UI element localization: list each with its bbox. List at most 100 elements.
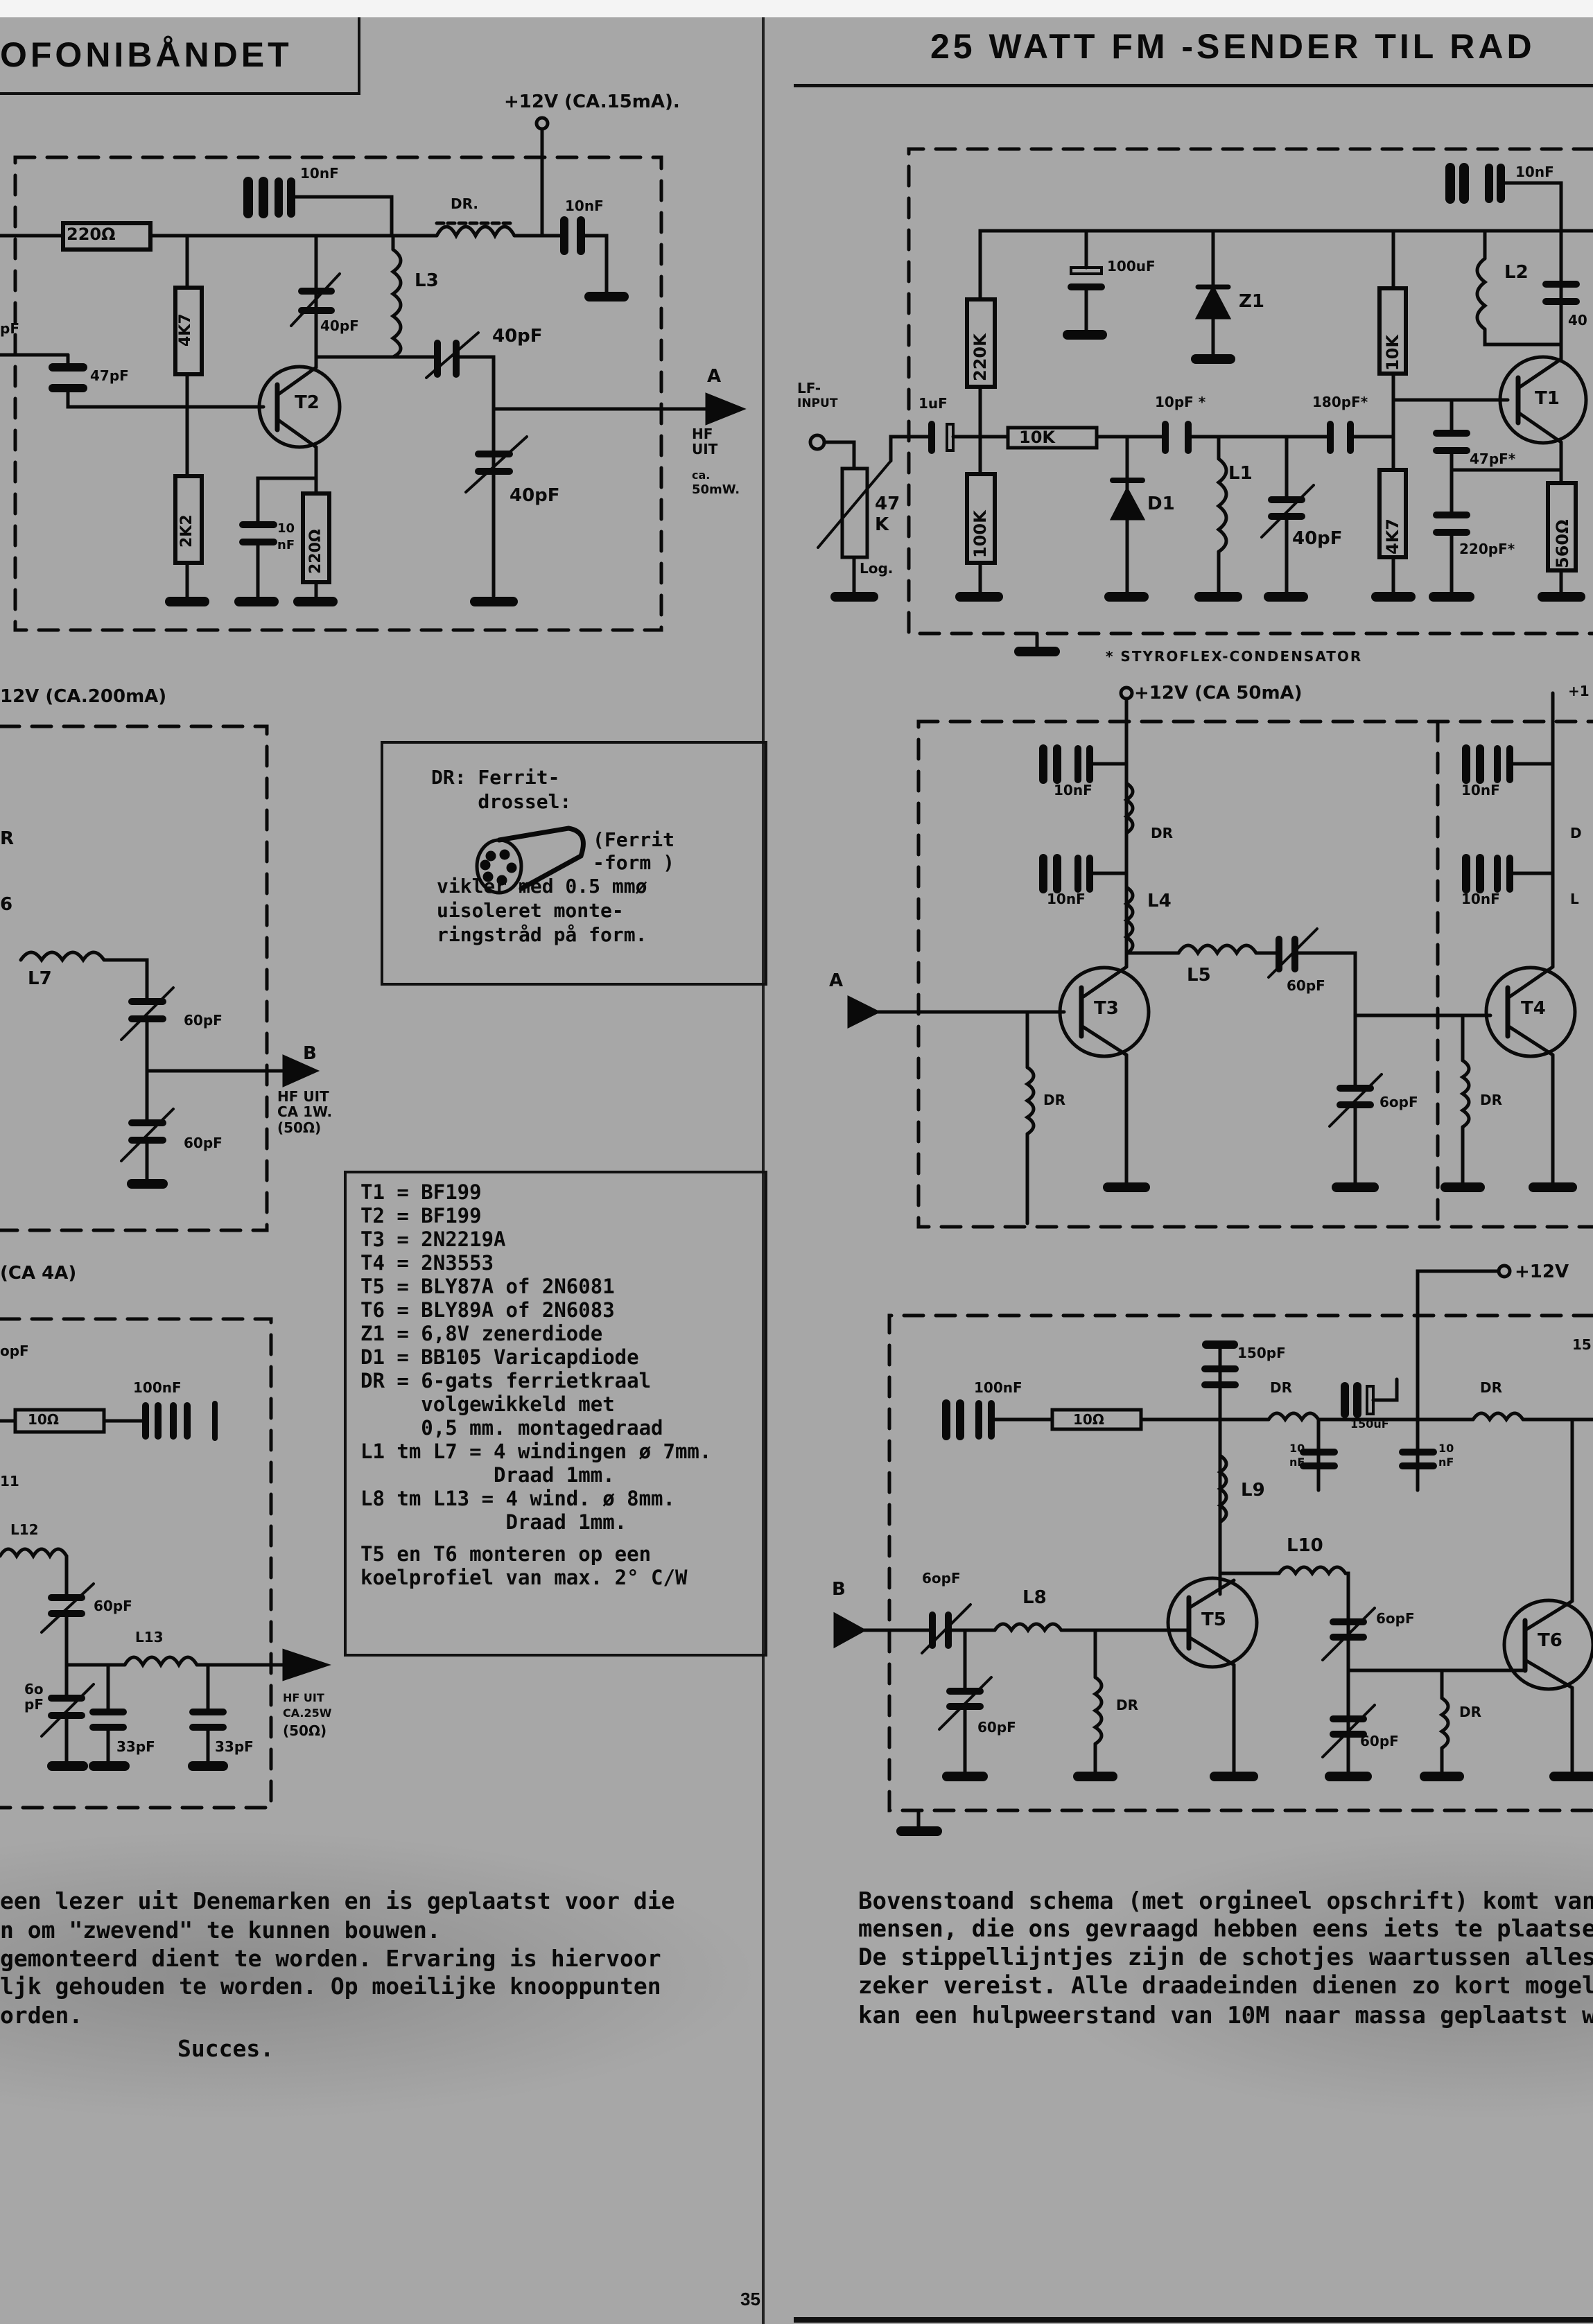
component-label: 60pF [184, 1012, 223, 1029]
supply-label-15ma: +12V (CA.15mA). [504, 91, 680, 112]
component-label: 47pF* [1470, 451, 1516, 467]
left-page-title: OFONIBÅNDET [0, 35, 293, 74]
component-label: 100nF [974, 1379, 1022, 1396]
left-stage1-schematic [0, 116, 747, 632]
component-label: 6opF [922, 1570, 961, 1587]
output-label: CA 1W. [277, 1103, 333, 1120]
component-label: pF [24, 1696, 44, 1713]
transistor-t1 [1498, 355, 1588, 445]
component-label: 40pF [510, 485, 560, 506]
parts-list-spacer [360, 1534, 765, 1542]
component-label: L12 [10, 1521, 39, 1538]
input-label: INPUT [797, 396, 838, 410]
component-label: 33pF [116, 1738, 155, 1755]
component-label: 100nF [133, 1379, 182, 1396]
component-label: 15 [1572, 1336, 1592, 1353]
parts-list-line: 0,5 mm. montagedraad [360, 1416, 663, 1440]
component-label: 10K [1383, 335, 1402, 371]
body-text-line: een lezer uit Denemarken en is geplaatst… [0, 1887, 675, 1914]
inductor-l2 [1475, 256, 1488, 331]
parts-list-line: L8 tm L13 = 4 wind. ø 8mm. [360, 1487, 675, 1510]
transistor-label-t2: T2 [295, 392, 320, 413]
transistor-label-t4: T4 [1521, 998, 1546, 1019]
component-label: L8 [1022, 1587, 1047, 1608]
component-label: D1 [1147, 493, 1175, 514]
component-label: 10nF [1054, 782, 1093, 798]
transistor-label-t1: T1 [1535, 388, 1560, 409]
varicap-d1 [1109, 486, 1146, 521]
styroflex-footnote: * STYROFLEX-CONDENSATOR [1106, 648, 1363, 665]
component-label: 10Ω [28, 1411, 59, 1428]
component-label: 10nF [565, 198, 604, 214]
connector-label-b: B [303, 1043, 317, 1064]
inductor-l7 [19, 950, 106, 963]
closing-text: Succes. [177, 2035, 275, 2062]
right-stage3-schematic [833, 1264, 1593, 1836]
right-page-title: 25 WATT FM -SENDER TIL RAD [930, 27, 1535, 66]
component-label: 47pF [90, 367, 129, 384]
component-label: opF [0, 1343, 29, 1359]
connector-label-a: A [707, 366, 722, 387]
component-label: 100uF [1107, 258, 1156, 274]
body-text-line: kan een hulpweerstand van 10M naar massa… [858, 2002, 1593, 2029]
component-label: L4 [1147, 891, 1172, 911]
component-label: 10nF [1461, 891, 1500, 907]
body-text-line: Bovenstoand schema (met orgineel opschri… [858, 1887, 1593, 1915]
component-label: L3 [415, 270, 439, 291]
output-arrow-25w [282, 1648, 331, 1681]
component-label: 40 [1568, 312, 1587, 329]
component-label: L5 [1187, 965, 1211, 986]
zener-z1 [1194, 284, 1232, 320]
parts-list-line: T5 = BLY87A of 2N6081 [360, 1275, 615, 1298]
output-arrow-a [705, 392, 747, 426]
supply-label-200ma: 12V (CA.200mA) [0, 686, 167, 707]
inductor-l13 [123, 1655, 199, 1668]
component-label: 10 [277, 521, 295, 536]
component-label: L2 [1504, 262, 1529, 283]
ferrite-form-label: -form ) [593, 851, 675, 874]
output-arrow-b [282, 1054, 320, 1087]
component-label: 33pF [215, 1738, 254, 1755]
component-label: 60pF [1360, 1733, 1399, 1749]
input-label: LF- [797, 380, 821, 396]
choke-note-line: ringstråd på form. [437, 923, 647, 946]
component-label: 4K7 [177, 313, 194, 347]
choke-note-line: DR: Ferrit- [431, 766, 560, 789]
component-label: 6opF [1379, 1094, 1418, 1110]
component-label: DR. [451, 195, 478, 212]
left-stage3-schematic [0, 1317, 331, 1810]
component-label: L1 [1228, 463, 1253, 484]
parts-list-line: D1 = BB105 Varicapdiode [360, 1345, 639, 1369]
output-label: (50Ω) [277, 1119, 322, 1136]
component-label: 150uF [1350, 1417, 1389, 1431]
transistor-t4 [1484, 966, 1577, 1058]
component-label: nF [1438, 1456, 1454, 1469]
parts-list-line: Z1 = 6,8V zenerdiode [360, 1322, 603, 1345]
transistor-t5 [1166, 1576, 1259, 1669]
parts-list-line: Draad 1mm. [360, 1510, 627, 1534]
component-label: 10Ω [1073, 1411, 1104, 1428]
component-label: L10 [1287, 1535, 1323, 1556]
component-label: 220pF* [1459, 541, 1515, 557]
component-label: nF [277, 538, 295, 552]
choke-note-box [381, 741, 767, 986]
shield-box [13, 155, 663, 632]
transistor-label-t5: T5 [1201, 1609, 1226, 1630]
choke-note-line: drossel: [431, 790, 572, 813]
header-rule [794, 84, 1593, 87]
parts-list-line: T2 = BF199 [360, 1204, 482, 1227]
component-label: 60pF [977, 1719, 1016, 1736]
component-label: 220Ω [307, 529, 324, 574]
output-label: CA.25W [283, 1706, 332, 1720]
component-label: 10nF [1461, 782, 1500, 798]
scan-top-margin [0, 0, 1593, 17]
bottom-rule [794, 2317, 1593, 2323]
body-text-line: zeker vereist. Alle draadeinden dienen z… [858, 1972, 1593, 2000]
input-arrow-a [847, 995, 881, 1029]
component-label: 10nF [300, 165, 339, 182]
body-text-line: De stippellijntjes zijn de schotjes waar… [858, 1943, 1593, 1971]
component-label: nF [1289, 1456, 1305, 1469]
transistor-t3 [1058, 966, 1151, 1058]
lf-input-terminal [808, 433, 826, 451]
